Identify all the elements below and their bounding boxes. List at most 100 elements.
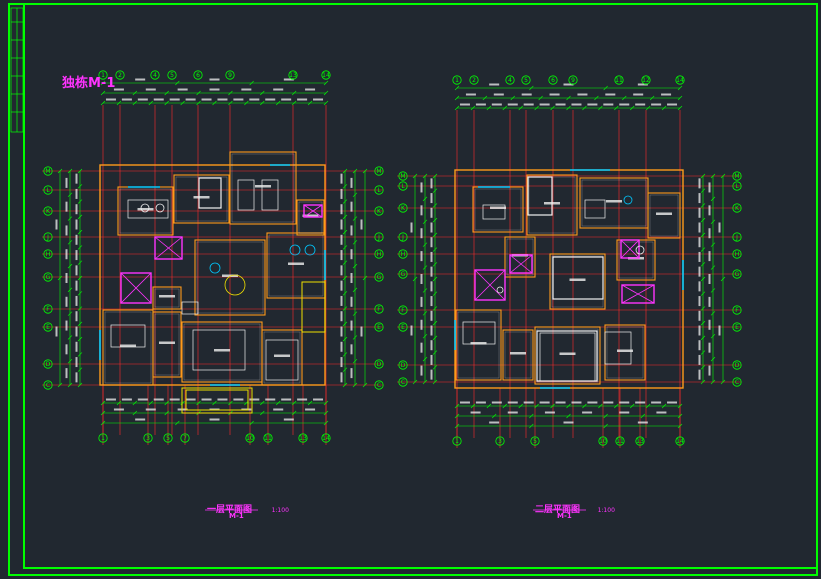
dimension-value <box>340 280 343 291</box>
axis-label: 3 <box>498 438 502 445</box>
furniture-round <box>224 274 246 296</box>
axis-label: H <box>46 251 51 258</box>
furniture <box>462 321 496 345</box>
dimension-tick <box>77 352 83 357</box>
dimension-tick <box>661 105 667 111</box>
dimension-tick <box>432 173 438 179</box>
dimension-value <box>698 310 701 321</box>
axis-bubble <box>43 232 53 242</box>
dimension-value <box>587 103 598 106</box>
room-inner <box>183 323 261 381</box>
dimension-value <box>340 357 343 368</box>
dimension-tick <box>244 100 249 106</box>
dimension-value <box>340 341 343 352</box>
dimension-value <box>340 219 343 230</box>
axis-label: K <box>377 208 382 215</box>
dimension-tick <box>323 420 329 426</box>
furniture <box>192 329 246 371</box>
room-label <box>606 200 622 203</box>
dimension-value <box>410 222 413 233</box>
dimension-value <box>430 207 433 218</box>
dimension-value <box>708 296 711 307</box>
dimension-tick <box>432 262 438 267</box>
furniture-round <box>289 244 301 256</box>
terrace <box>301 281 326 333</box>
furniture <box>110 324 146 348</box>
dimension-tick <box>291 100 297 106</box>
dimension-value <box>465 93 476 96</box>
axis-label: 5 <box>170 72 174 79</box>
dimension-value <box>340 311 343 322</box>
dimension-tick <box>323 410 329 416</box>
dimension-tick <box>148 400 153 406</box>
axis-bubble <box>732 360 742 370</box>
axis-bubble <box>530 436 540 446</box>
axis-label: D <box>735 362 740 369</box>
room-inner <box>268 234 324 297</box>
dimension-value <box>430 369 433 380</box>
dimension-tick <box>566 105 571 111</box>
axis-label: D <box>401 362 406 369</box>
dimension-value <box>651 401 662 404</box>
furniture-round <box>140 203 150 213</box>
furniture-round <box>496 286 504 294</box>
dimension-value <box>489 83 500 86</box>
dimension-value <box>201 398 212 401</box>
dimension-value <box>637 421 648 424</box>
dimension-value <box>65 177 68 188</box>
furniture-round <box>209 262 221 274</box>
axis-label: C <box>401 379 405 386</box>
dimension-value <box>430 237 433 248</box>
dimension-tick <box>630 105 635 111</box>
dimension-tick <box>700 247 706 252</box>
axis-label: G <box>377 274 382 281</box>
dimension-value <box>185 398 196 401</box>
dimension-tick <box>529 85 534 91</box>
axis-label: 13 <box>636 438 644 445</box>
axis-label: M <box>400 173 405 180</box>
dimension-tick <box>486 403 492 409</box>
dimension-value <box>563 421 574 424</box>
room-inner <box>606 326 644 379</box>
dimension-tick <box>100 80 106 86</box>
axis-label: 14 <box>676 438 684 445</box>
axis-bubble <box>452 75 462 85</box>
dimension-tick <box>342 382 348 388</box>
dimension-tick <box>352 263 358 269</box>
dimension-tick <box>422 173 428 179</box>
room-wall <box>502 329 534 381</box>
dimension-value <box>637 83 648 86</box>
bathroom <box>509 254 533 274</box>
dimension-tick <box>598 105 603 111</box>
axis-bubble <box>732 232 742 242</box>
dimension-value <box>233 398 244 401</box>
dimension-tick <box>291 410 297 416</box>
dimension-tick <box>529 413 534 419</box>
axis-label: 9 <box>571 77 575 84</box>
axis-bubble <box>452 436 462 446</box>
dimension-tick <box>77 306 83 311</box>
dimension-value <box>708 365 711 376</box>
axis-bubble <box>505 75 515 85</box>
room-wall <box>152 311 182 378</box>
axis-bubble <box>374 232 384 242</box>
dimension-tick <box>132 400 138 406</box>
room-wall <box>152 286 182 310</box>
furniture-round <box>155 203 165 213</box>
axis-label: 5 <box>533 438 537 445</box>
dimension-tick <box>649 95 655 101</box>
dimension-value <box>217 398 228 401</box>
furniture <box>265 339 299 381</box>
room-label <box>137 208 154 211</box>
axis-bubble <box>150 70 160 80</box>
axis-label: 2 <box>472 77 476 84</box>
dimension-value <box>667 401 678 404</box>
dimension-tick <box>228 90 233 96</box>
dimension-tick <box>412 379 418 385</box>
axis-bubble <box>43 206 53 216</box>
dimension-tick <box>276 400 281 406</box>
dimension-value <box>489 421 500 424</box>
dimension-value <box>708 274 711 284</box>
dimension-value <box>75 265 78 276</box>
